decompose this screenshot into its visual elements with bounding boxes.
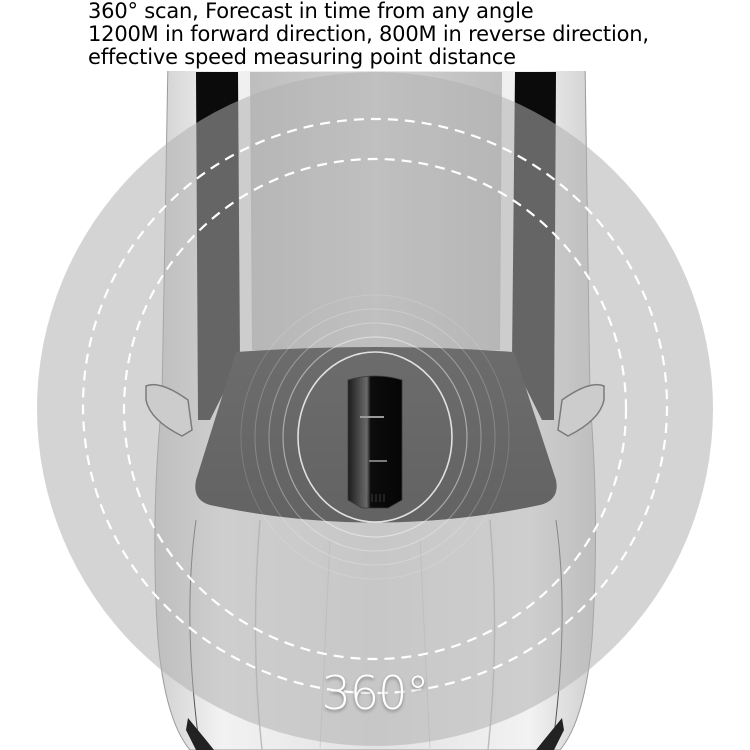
device-vents xyxy=(367,494,385,502)
outer-range-ring xyxy=(81,117,669,695)
signal-ring xyxy=(240,294,510,580)
right-headlight xyxy=(536,718,564,750)
device-label-mark xyxy=(369,460,387,462)
signal-ring xyxy=(297,351,453,523)
caption-line-2: 1200M in forward direction, 800M in reve… xyxy=(88,22,649,46)
coverage-angle-label: 360° xyxy=(321,666,430,720)
device-label-mark xyxy=(360,416,384,418)
caption-line-1: 360° scan, Forecast in time from any ang… xyxy=(88,0,534,23)
caption-line-3: effective speed measuring point distance xyxy=(88,45,516,69)
radar-device xyxy=(347,375,403,509)
inner-range-ring xyxy=(122,157,628,661)
left-headlight xyxy=(186,718,214,750)
feature-caption: 360° scan, Forecast in time from any ang… xyxy=(86,0,706,71)
signal-ring xyxy=(282,336,468,538)
device-body xyxy=(347,375,403,509)
signal-ring xyxy=(254,308,496,566)
signal-ring xyxy=(268,322,482,552)
signal-rings xyxy=(240,294,510,580)
